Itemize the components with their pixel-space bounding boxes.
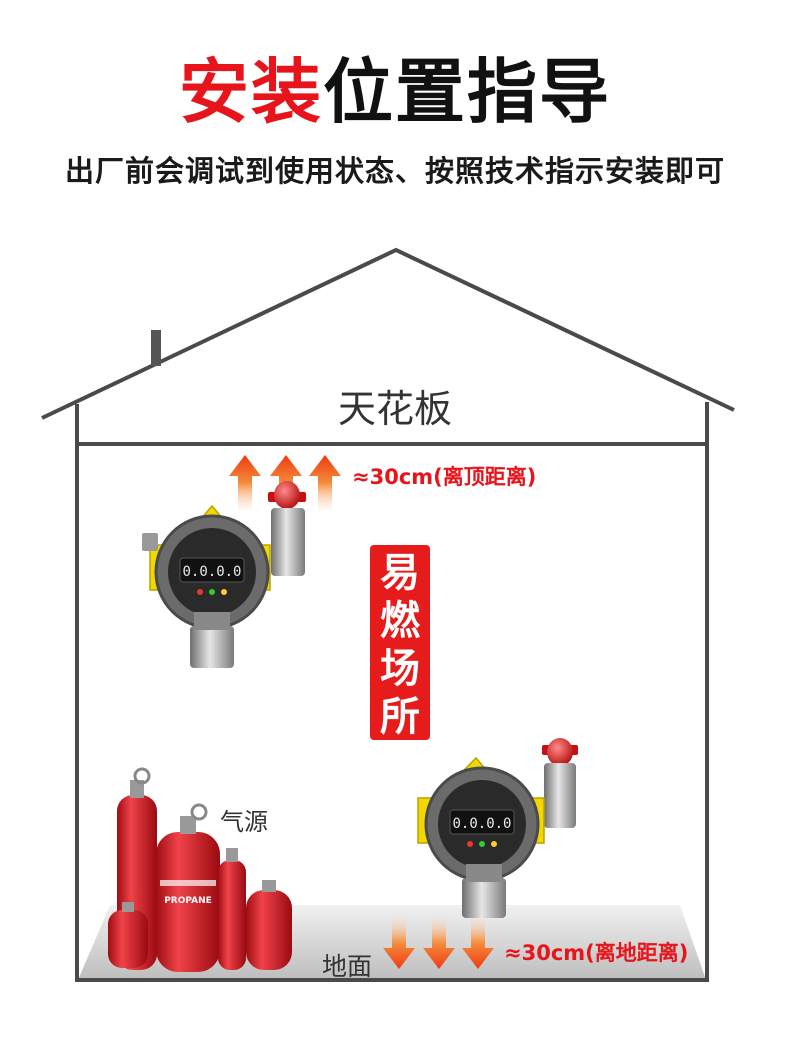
sign-char: 所 xyxy=(380,694,420,740)
gas-detector-lower: 0.0.0.0 xyxy=(417,738,578,918)
detector-upper-display: 0.0.0.0 xyxy=(182,564,241,580)
gas-source-label: 气源 xyxy=(220,808,268,836)
page-title: 安装位置指导 xyxy=(0,52,790,132)
chimney xyxy=(151,330,161,366)
floor-label: 地面 xyxy=(322,952,373,981)
detector-lower-display: 0.0.0.0 xyxy=(452,816,511,832)
gas-cylinders: PROPANE xyxy=(108,767,292,972)
top-distance-label: ≈30cm(离顶距离) xyxy=(352,465,537,489)
sign-char: 场 xyxy=(380,646,420,692)
bottom-distance-label: ≈30cm(离地距离) xyxy=(504,941,689,965)
sign-char: 燃 xyxy=(380,598,420,644)
page-subtitle: 出厂前会调试到使用状态、按照技术指示安装即可 xyxy=(64,154,725,188)
sign-char: 易 xyxy=(380,550,420,596)
cylinder-label: PROPANE xyxy=(164,896,212,906)
ceiling-label: 天花板 xyxy=(337,387,452,431)
title-black-part: 位置指导 xyxy=(323,51,611,133)
down-arrows xyxy=(383,918,494,969)
flammable-area-sign: 易 燃 场 所 xyxy=(370,545,430,740)
gas-detector-upper: 0.0.0.0 xyxy=(142,481,306,668)
title-red-part: 安装 xyxy=(179,51,323,133)
